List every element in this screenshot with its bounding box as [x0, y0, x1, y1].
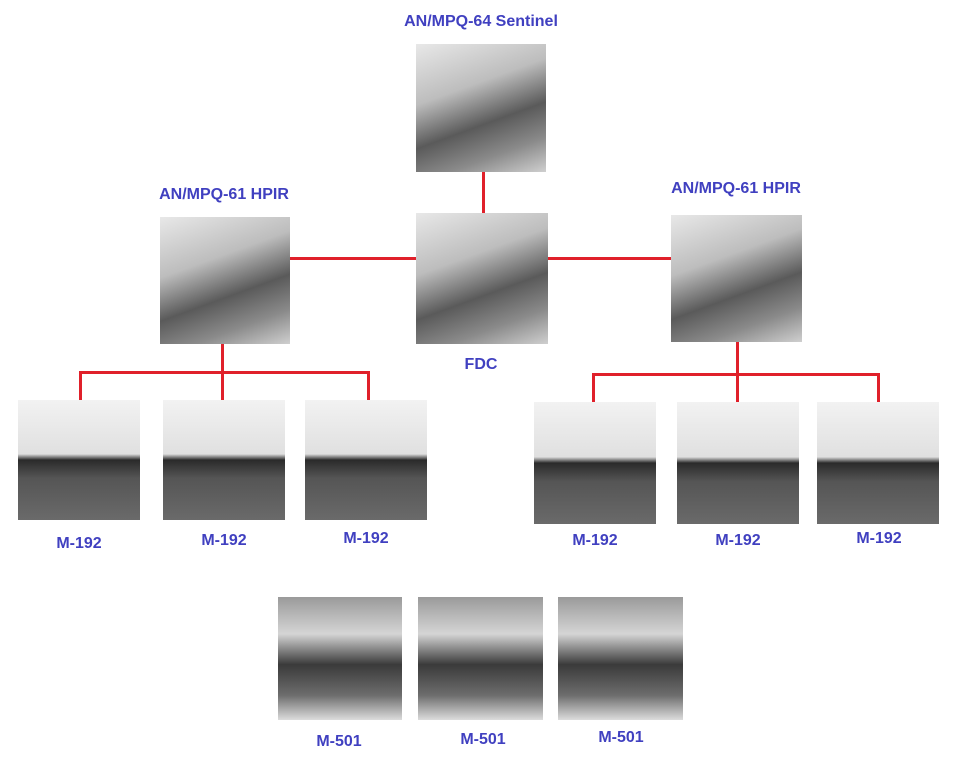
loader-label: M-501 — [598, 729, 644, 746]
launcher-image — [18, 400, 140, 520]
loader-image — [418, 597, 543, 720]
hpir-left-label: AN/MPQ-61 HPIR — [159, 186, 289, 203]
launcher-image — [534, 402, 656, 524]
launcher-image — [677, 402, 799, 524]
fdc-label: FDC — [464, 356, 498, 373]
connector-line — [877, 373, 880, 402]
connector-line — [482, 172, 485, 213]
hpir-right-label: AN/MPQ-61 HPIR — [671, 180, 801, 197]
connector-line — [79, 371, 370, 374]
launcher-label: M-192 — [343, 530, 389, 547]
launcher-image — [305, 400, 427, 520]
fdc-image — [416, 213, 548, 344]
sentinel-label: AN/MPQ-64 Sentinel — [404, 13, 558, 30]
hpir-right-image — [671, 215, 802, 342]
connector-line — [548, 257, 671, 260]
launcher-image — [817, 402, 939, 524]
launcher-label: M-192 — [572, 532, 618, 549]
connector-line — [79, 371, 82, 400]
launcher-label: M-192 — [856, 530, 902, 547]
loader-label: M-501 — [316, 733, 362, 750]
connector-line — [736, 342, 739, 402]
launcher-image — [163, 400, 285, 520]
connector-line — [592, 373, 880, 376]
launcher-label: M-192 — [715, 532, 761, 549]
launcher-label: M-192 — [201, 532, 247, 549]
connector-line — [592, 373, 595, 402]
connector-line — [367, 371, 370, 400]
connector-line — [290, 257, 416, 260]
hpir-left-image — [160, 217, 290, 344]
sentinel-radar-image — [416, 44, 546, 172]
loader-image — [278, 597, 402, 720]
launcher-label: M-192 — [56, 535, 102, 552]
loader-image — [558, 597, 683, 720]
loader-label: M-501 — [460, 731, 506, 748]
